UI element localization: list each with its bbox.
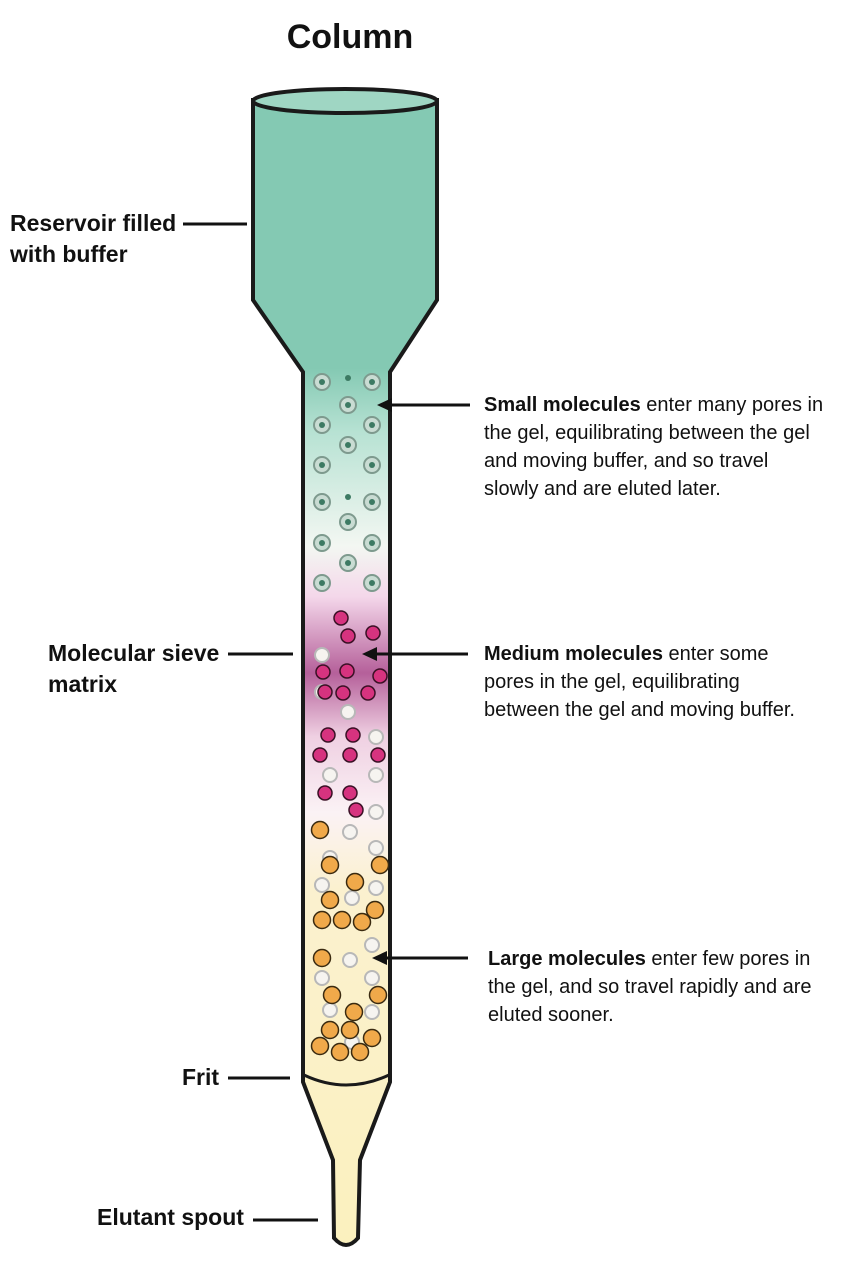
small-molecule	[319, 499, 325, 505]
reservoir-rim	[251, 87, 439, 115]
medium-molecule	[345, 727, 361, 743]
large-molecule	[310, 1036, 330, 1056]
medium-molecule	[312, 747, 328, 763]
medium-molecule	[365, 625, 381, 641]
desc-medium-title: Medium molecules	[484, 643, 663, 665]
medium-molecule	[320, 727, 336, 743]
label-reservoir-line2: with buffer	[10, 241, 128, 267]
gel-bead	[364, 937, 380, 953]
gel-bead	[342, 952, 358, 968]
large-molecule	[345, 872, 365, 892]
large-molecule	[344, 1002, 364, 1022]
medium-molecule	[317, 785, 333, 801]
medium-molecule	[370, 747, 386, 763]
gel-bead	[314, 970, 330, 986]
large-molecule	[312, 948, 332, 968]
medium-molecule	[315, 664, 331, 680]
gel-bead	[368, 729, 384, 745]
medium-molecule	[335, 685, 351, 701]
large-molecule	[370, 855, 390, 875]
label-spout: Elutant spout	[97, 1204, 244, 1230]
small-molecule	[319, 580, 325, 586]
large-molecule	[310, 820, 330, 840]
large-molecule	[362, 1028, 382, 1048]
arrowhead-small	[377, 398, 392, 412]
label-sieve-line1: Molecular sieve	[48, 640, 220, 666]
medium-molecule	[360, 685, 376, 701]
medium-molecule	[339, 663, 355, 679]
small-molecule	[345, 402, 351, 408]
large-molecule	[340, 1020, 360, 1040]
medium-molecule	[348, 802, 364, 818]
small-molecule	[319, 422, 325, 428]
small-molecule	[319, 462, 325, 468]
small-molecule	[345, 519, 351, 525]
large-molecule	[320, 1020, 340, 1040]
arrowhead-medium	[362, 647, 377, 661]
desc-large-text: enter few pores in the gel, and so trave…	[488, 948, 812, 1026]
large-molecule	[320, 890, 340, 910]
large-molecule	[332, 910, 352, 930]
gel-bead	[344, 890, 360, 906]
particles	[310, 373, 390, 1062]
large-molecule	[365, 900, 385, 920]
large-molecule	[352, 912, 372, 932]
gel-bead	[368, 840, 384, 856]
small-molecule	[369, 462, 375, 468]
label-reservoir-line1: Reservoir filled	[10, 210, 177, 236]
gel-bead	[314, 647, 330, 663]
gel-bead	[368, 880, 384, 896]
small-molecule	[345, 560, 351, 566]
gel-bead	[340, 704, 356, 720]
large-molecule	[312, 910, 332, 930]
label-sieve-line2: matrix	[48, 671, 118, 697]
small-molecule	[369, 379, 375, 385]
desc-small-title: Small molecules	[484, 394, 641, 416]
small-molecule	[319, 379, 325, 385]
medium-molecule	[333, 610, 349, 626]
medium-molecule	[372, 668, 388, 684]
large-molecule	[330, 1042, 350, 1062]
large-molecule	[322, 985, 342, 1005]
large-molecule	[320, 855, 340, 875]
label-sieve: Molecular sieve matrix	[48, 638, 219, 700]
frit-line	[303, 1073, 390, 1087]
desc-small: Small molecules enter many pores in the …	[484, 391, 824, 503]
desc-large: Large molecules enter few pores in the g…	[488, 945, 818, 1029]
desc-large-title: Large molecules	[488, 948, 646, 970]
medium-molecule	[342, 785, 358, 801]
large-molecule	[368, 985, 388, 1005]
large-molecule	[350, 1042, 370, 1062]
gel-bead	[368, 767, 384, 783]
desc-medium-text: enter some pores in the gel, equilibrati…	[484, 643, 795, 721]
small-molecule	[369, 422, 375, 428]
gel-bead	[322, 1002, 338, 1018]
small-molecule	[369, 540, 375, 546]
diagram-title: Column	[286, 18, 414, 56]
gel-bead	[342, 824, 358, 840]
desc-small-text: enter many pores in the gel, equilibrati…	[484, 394, 824, 500]
small-molecule	[345, 442, 351, 448]
label-reservoir: Reservoir filled with buffer	[10, 208, 176, 270]
gel-bead	[368, 804, 384, 820]
desc-medium: Medium molecules enter some pores in the…	[484, 640, 804, 724]
medium-molecule	[340, 628, 356, 644]
gel-bead	[322, 767, 338, 783]
small-molecule	[345, 494, 351, 500]
medium-molecule	[342, 747, 358, 763]
small-molecule	[369, 580, 375, 586]
small-molecule	[369, 499, 375, 505]
medium-molecule	[317, 684, 333, 700]
gel-bead	[364, 1004, 380, 1020]
gel-bead	[314, 877, 330, 893]
label-frit: Frit	[182, 1064, 220, 1090]
arrowhead-large	[372, 951, 387, 965]
small-molecule	[345, 375, 351, 381]
gel-bead	[364, 970, 380, 986]
small-molecule	[319, 540, 325, 546]
